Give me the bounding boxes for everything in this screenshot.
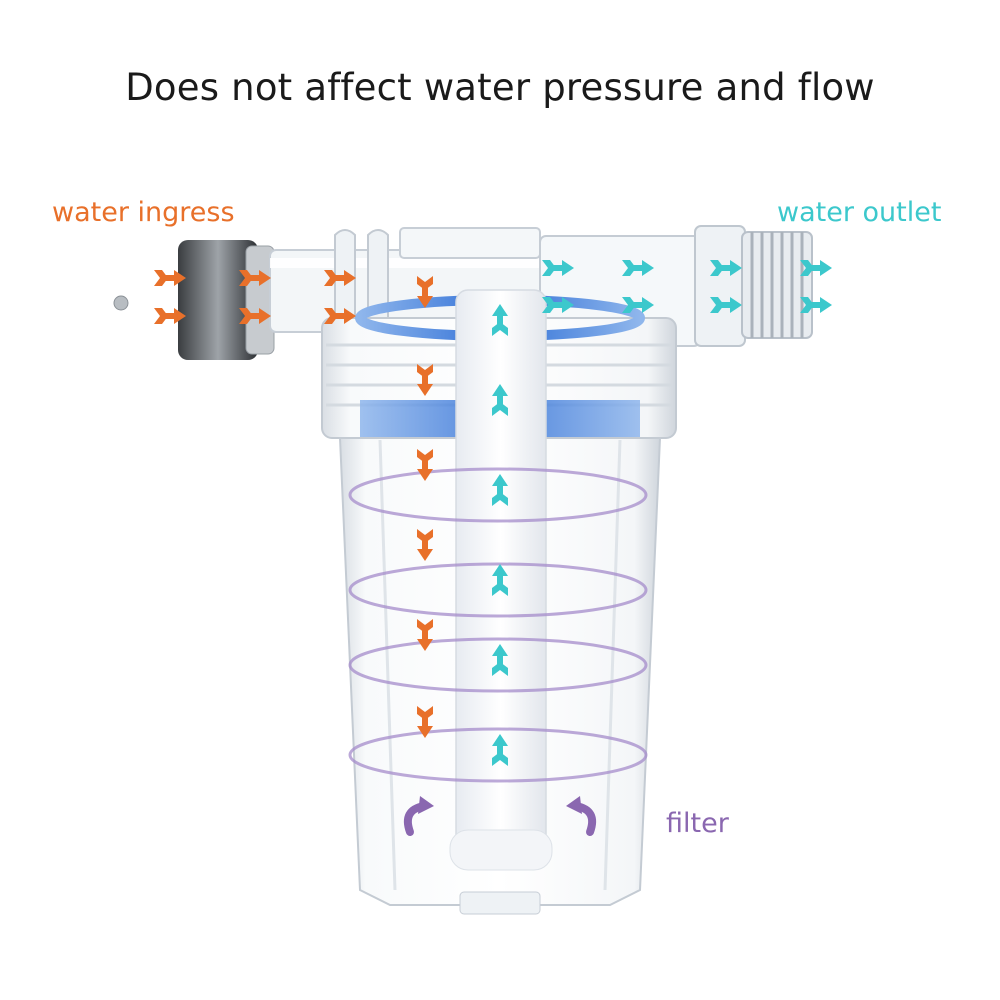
label-water-ingress: water ingress: [52, 197, 235, 228]
swirl-arrowheads: [418, 796, 582, 814]
label-water-outlet: water outlet: [777, 197, 942, 228]
outlet-thread: [741, 231, 813, 339]
filter-rings: [348, 467, 648, 783]
label-filter: filter: [666, 808, 729, 839]
headline: Does not affect water pressure and flow: [125, 66, 875, 109]
inlet-connector: [113, 240, 275, 360]
